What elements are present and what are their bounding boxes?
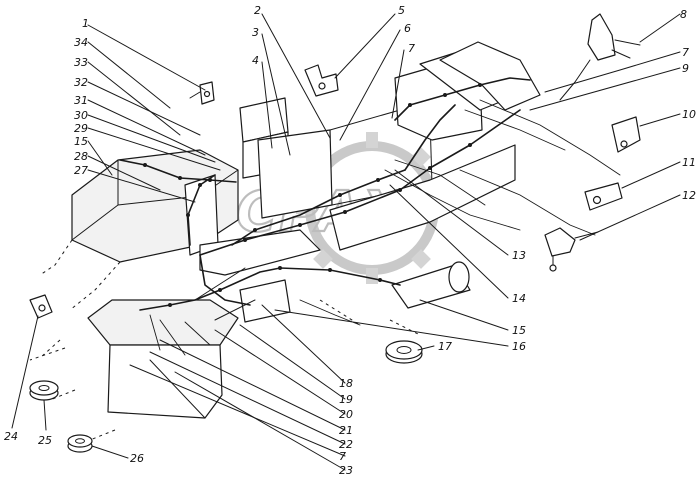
callout-34: 34 [74,36,88,49]
callout-21: 21 [339,424,353,437]
callout-7-right: 7 [682,46,689,59]
callout-3: 3 [252,26,259,39]
clip-11 [584,182,623,211]
callout-26: 26 [130,452,144,465]
chassis-rail [199,229,321,276]
callout-13: 13 [512,249,526,262]
callout-4: 4 [252,54,259,67]
callout-23: 23 [339,464,353,477]
grommet-26 [67,434,93,453]
callout-17: 17 [438,340,452,353]
callout-15-left: 15 [74,135,88,148]
callout-1: 1 [82,17,89,30]
callout-9: 9 [682,62,689,75]
callout-24: 24 [4,430,18,443]
callout-22: 22 [339,438,353,451]
callout-25: 25 [38,434,52,447]
connector-8 [559,13,641,101]
clip-24 [29,294,53,319]
callout-31: 31 [74,94,88,107]
callout-15-right: 15 [512,324,526,337]
callout-16: 16 [512,340,526,353]
leader-lines [11,13,681,471]
callout-labels: 1 34 33 32 31 30 29 15 28 27 2 3 4 5 6 7… [4,4,696,477]
grommet-17 [385,340,423,364]
callout-29: 29 [74,122,88,135]
callout-7-top: 7 [408,42,415,55]
callout-5: 5 [398,4,405,17]
callout-2: 2 [254,4,261,17]
callout-18: 18 [339,377,353,390]
callout-20: 20 [339,408,353,421]
callout-6: 6 [404,22,411,35]
callout-28: 28 [74,150,88,163]
lamp-plug-12 [544,227,599,272]
callout-10: 10 [682,108,696,121]
callout-12: 12 [682,189,696,202]
callout-27: 27 [74,164,88,177]
clip-1 [189,81,215,105]
grommet-25 [29,380,59,401]
callout-7-bottom: 7 [339,450,346,463]
callout-14: 14 [512,292,526,305]
connector-dots [143,83,482,307]
callout-32: 32 [74,76,88,89]
callout-11: 11 [682,156,696,169]
callout-8: 8 [680,8,687,21]
callout-33: 33 [74,56,88,69]
bracket-5 [304,64,339,97]
clip-10 [611,116,641,153]
callout-30: 30 [74,109,88,122]
callout-19: 19 [339,393,353,406]
